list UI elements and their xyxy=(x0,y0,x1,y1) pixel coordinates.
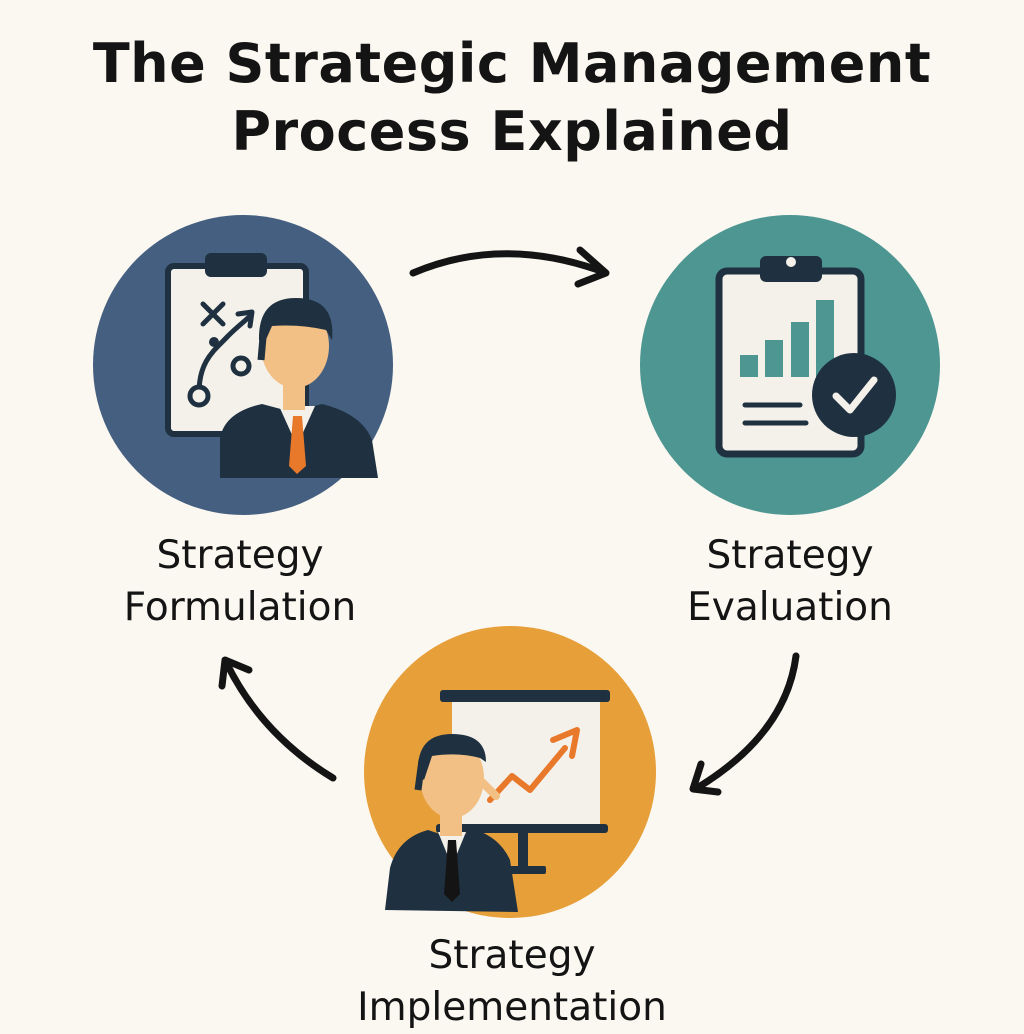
label-line-2: Evaluation xyxy=(687,585,893,630)
label-line-2: Implementation xyxy=(357,985,667,1030)
title-line-2: Process Explained xyxy=(231,100,793,163)
arrow-formulation-to-evaluation xyxy=(409,246,610,288)
stage-evaluation xyxy=(640,215,940,515)
label-strategy-evaluation: Strategy Evaluation xyxy=(630,530,950,634)
label-line-1: Strategy xyxy=(156,533,324,578)
stage-implementation xyxy=(364,626,656,918)
strategy-board-person-icon xyxy=(165,253,378,478)
title-line-1: The Strategic Management xyxy=(92,32,932,95)
arrow-evaluation-to-implementation xyxy=(689,652,800,796)
label-line-1: Strategy xyxy=(706,533,874,578)
label-strategy-implementation: Strategy Implementation xyxy=(312,930,712,1034)
presentation-growth-person-icon xyxy=(385,690,610,912)
stage-formulation xyxy=(93,215,393,515)
arrow-implementation-to-formulation xyxy=(218,656,337,782)
label-line-1: Strategy xyxy=(428,933,596,978)
report-checkmark-icon xyxy=(715,256,896,458)
label-line-2: Formulation xyxy=(123,585,357,630)
diagram-title: The Strategic Management Process Explain… xyxy=(0,30,1024,166)
label-strategy-formulation: Strategy Formulation xyxy=(80,530,400,634)
